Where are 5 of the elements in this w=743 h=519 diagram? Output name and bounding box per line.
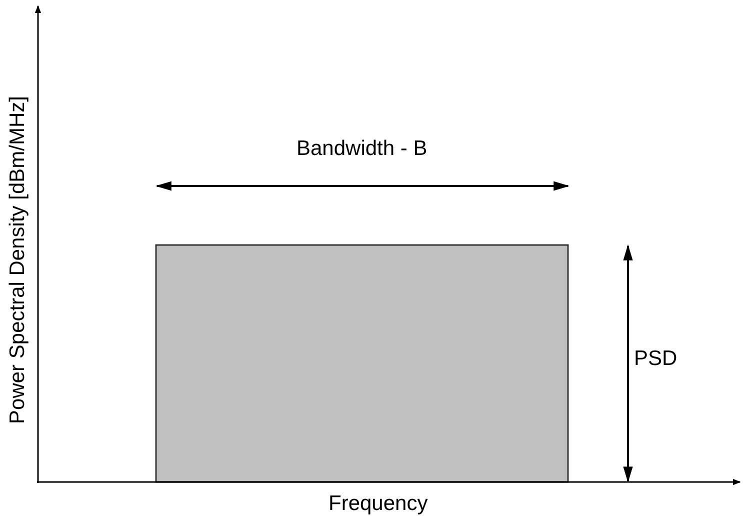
dimension-label: PSD xyxy=(634,347,678,371)
axis-label: Frequency xyxy=(328,492,428,516)
axis-label: Power Spectral Density [dBm/MHz] xyxy=(6,96,30,424)
dimension-label: Bandwidth - B xyxy=(296,137,428,161)
spectrum-block xyxy=(155,244,569,483)
